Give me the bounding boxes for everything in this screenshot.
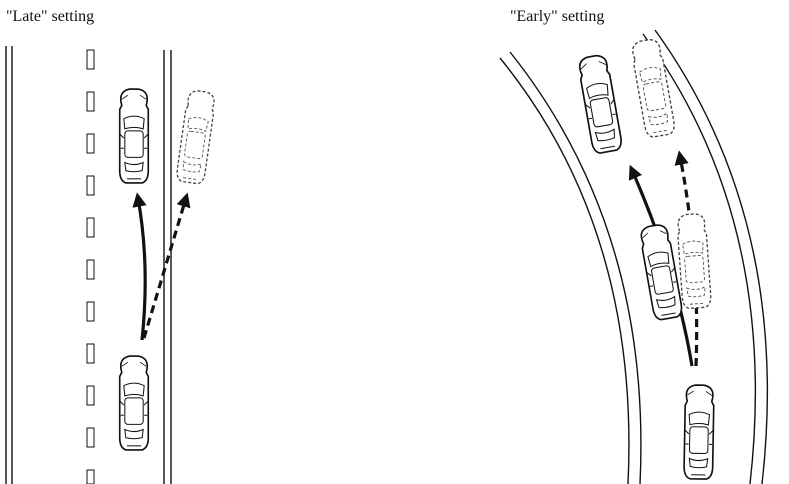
early-setting-road	[500, 30, 767, 484]
early-target-car-ghost	[630, 38, 676, 138]
late-target-car-ghost	[176, 89, 217, 184]
late-target-car	[120, 89, 149, 183]
early-start-car	[684, 385, 714, 479]
early-mid-car-ghost	[676, 213, 711, 309]
late-start-car	[120, 356, 149, 450]
early-mid-car	[639, 223, 683, 320]
late-path-dashed-arrow	[144, 198, 186, 338]
late-path-solid-arrow	[138, 198, 145, 340]
lane-divider-dashes	[87, 50, 94, 484]
early-target-car	[577, 54, 623, 154]
